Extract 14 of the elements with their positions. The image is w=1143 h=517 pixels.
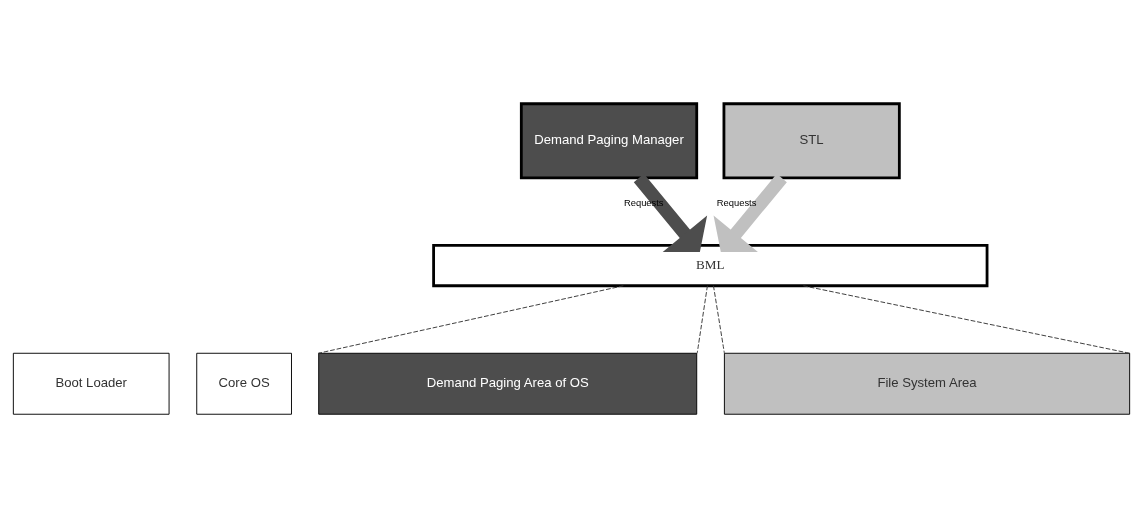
- connector: [317, 284, 624, 354]
- edge-label: Requests: [716, 197, 757, 208]
- connector: [696, 284, 708, 354]
- arrow: [713, 173, 787, 252]
- arrow: [633, 173, 708, 252]
- node-box: STL: [722, 101, 901, 179]
- node-box: Demand Paging Manager: [519, 101, 699, 179]
- node-box: Demand Paging Area of OS: [318, 352, 698, 415]
- connector: [802, 284, 1131, 354]
- connector: [713, 284, 725, 354]
- node-box: Core OS: [196, 352, 292, 415]
- node-box: File System Area: [723, 352, 1131, 415]
- node-box: Boot Loader: [12, 352, 170, 415]
- node-box: BML: [432, 243, 989, 287]
